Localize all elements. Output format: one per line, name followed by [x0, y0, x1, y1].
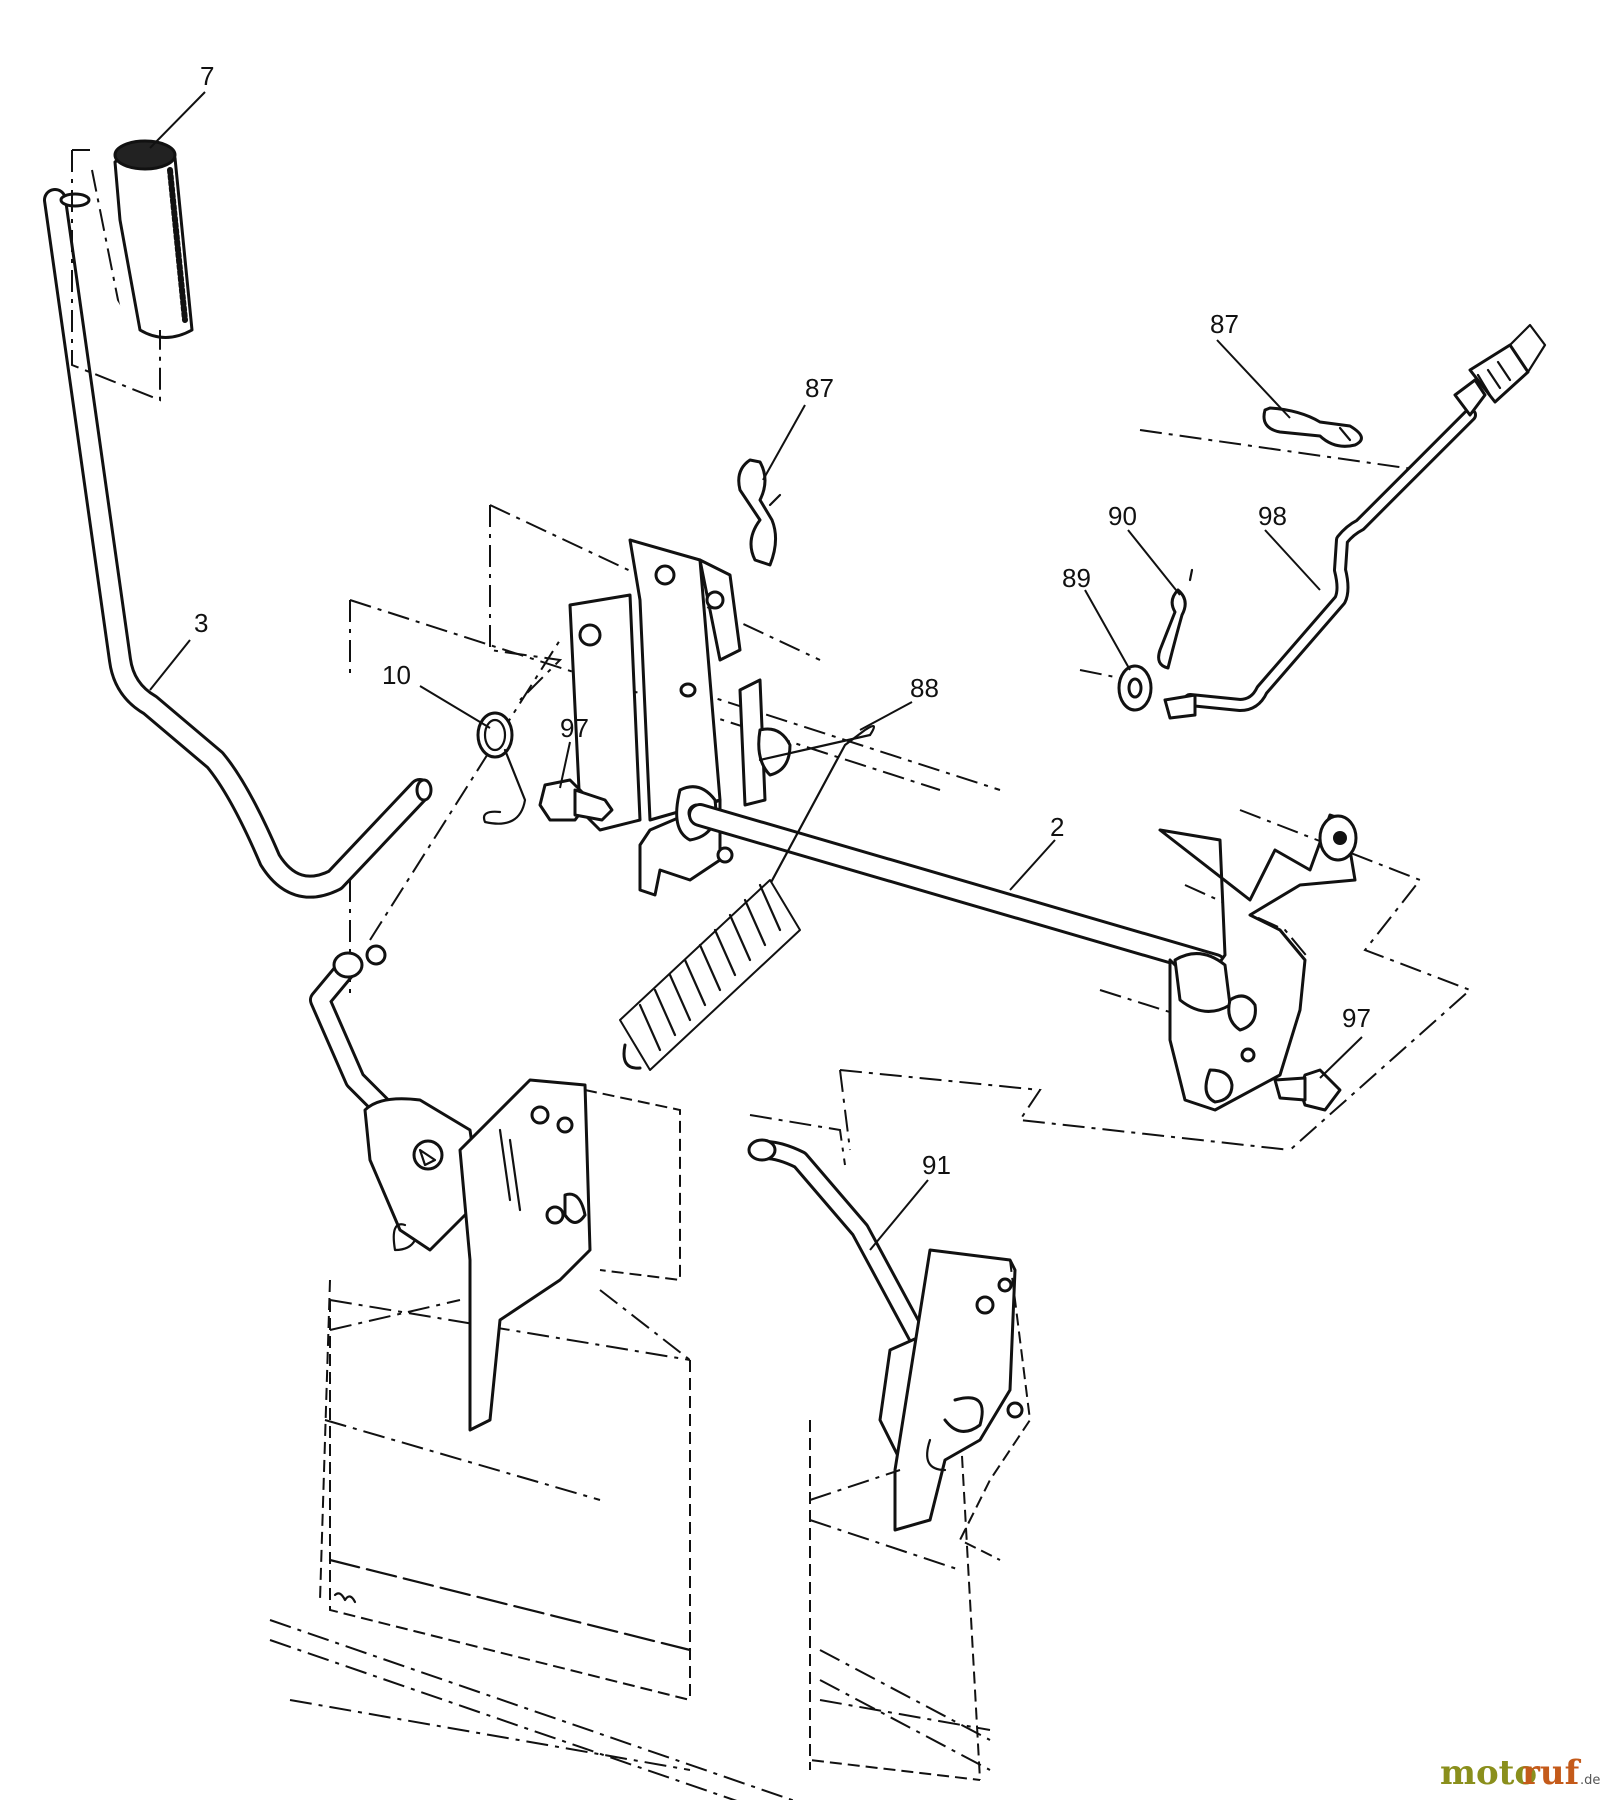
callout-10: 10 [382, 660, 411, 690]
callout-87-right: 87 [1210, 309, 1239, 339]
watermark: moto ruf .de [1440, 1753, 1600, 1793]
right-lift-arm [1158, 813, 1358, 1112]
deck-outline-left [328, 1289, 692, 1701]
callout-89: 89 [1062, 563, 1091, 593]
tension-spring [619, 724, 876, 1071]
callout-87-left: 87 [805, 373, 834, 403]
torsion-spring [476, 711, 527, 825]
left-deck-bracket [458, 1078, 681, 1432]
lift-lever-rod [43, 188, 433, 899]
hand-grip [71, 139, 194, 402]
callout-3: 3 [194, 608, 208, 638]
callout-97-right: 97 [1342, 1003, 1371, 1033]
callout-2: 2 [1050, 812, 1064, 842]
callout-labels: 7 3 87 87 10 97 88 90 98 89 2 97 91 [194, 61, 1371, 1180]
lift-shaft [688, 803, 1227, 977]
callout-leaders [149, 91, 1363, 1251]
callout-88: 88 [910, 673, 939, 703]
callout-91: 91 [922, 1150, 951, 1180]
callout-97-left: 97 [560, 713, 589, 743]
deck-outline-right [809, 1420, 991, 1781]
adjuster-rod [1163, 323, 1547, 720]
washer [1117, 664, 1153, 712]
watermark-suffix: .de [1580, 1773, 1600, 1788]
watermark-text-part2: ruf [1522, 1753, 1582, 1793]
watermark-text-part1: moto [1440, 1753, 1537, 1793]
hairpin-clip-left [737, 458, 782, 567]
callout-7: 7 [200, 61, 214, 91]
bolt-left [538, 778, 614, 822]
bolt-right [1273, 1068, 1342, 1112]
cotter-pin [1157, 568, 1194, 670]
spring-coils [619, 879, 801, 1071]
callout-98: 98 [1258, 501, 1287, 531]
right-deck-bracket [878, 1248, 1032, 1561]
callout-90: 90 [1108, 501, 1137, 531]
mounting-bracket [568, 538, 792, 897]
hairpin-clip-right [1262, 406, 1363, 448]
